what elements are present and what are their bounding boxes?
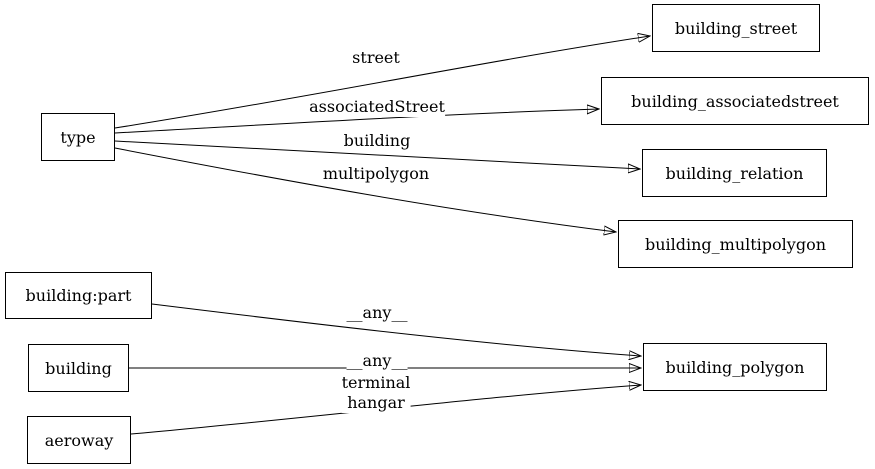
edge-type-building_multipolygon <box>114 147 616 232</box>
node-building-associatedstreet: building_associatedstreet <box>601 77 869 125</box>
node-aeroway-label: aeroway <box>44 430 114 450</box>
edge-label-terminal-hangar: terminal hangar <box>341 373 411 413</box>
node-building-label: building <box>45 358 112 378</box>
node-building-street: building_street <box>652 4 820 52</box>
node-building-street-label: building_street <box>674 18 798 38</box>
node-aeroway: aeroway <box>27 416 131 464</box>
node-building-part: building:part <box>5 272 152 319</box>
edge-buildingpart-building_polygon <box>151 303 641 356</box>
node-type: type <box>41 113 115 161</box>
node-building-part-label: building:part <box>25 286 132 305</box>
edge-label-building: building <box>343 131 411 151</box>
edge-label-any-2: __any__ <box>346 351 408 371</box>
node-building-multipolygon: building_multipolygon <box>618 220 853 268</box>
node-building-relation: building_relation <box>642 149 827 197</box>
edge-type-building_street <box>114 36 650 129</box>
edge-type-building_relation <box>114 140 640 169</box>
node-building-multipolygon-label: building_multipolygon <box>644 234 827 254</box>
node-building-polygon: building_polygon <box>643 343 827 391</box>
edge-type-building_associatedstreet <box>114 109 599 134</box>
edge-label-any-1: __any__ <box>346 303 408 323</box>
node-building-polygon-label: building_polygon <box>665 357 805 377</box>
node-building-relation-label: building_relation <box>665 163 804 183</box>
node-building: building <box>28 344 129 392</box>
edge-label-street: street <box>352 48 400 68</box>
edge-label-multipolygon: multipolygon <box>322 164 430 184</box>
node-building-associatedstreet-label: building_associatedstreet <box>631 91 839 111</box>
edge-label-associatedstreet: associatedStreet <box>309 97 445 117</box>
node-type-label: type <box>60 127 96 147</box>
